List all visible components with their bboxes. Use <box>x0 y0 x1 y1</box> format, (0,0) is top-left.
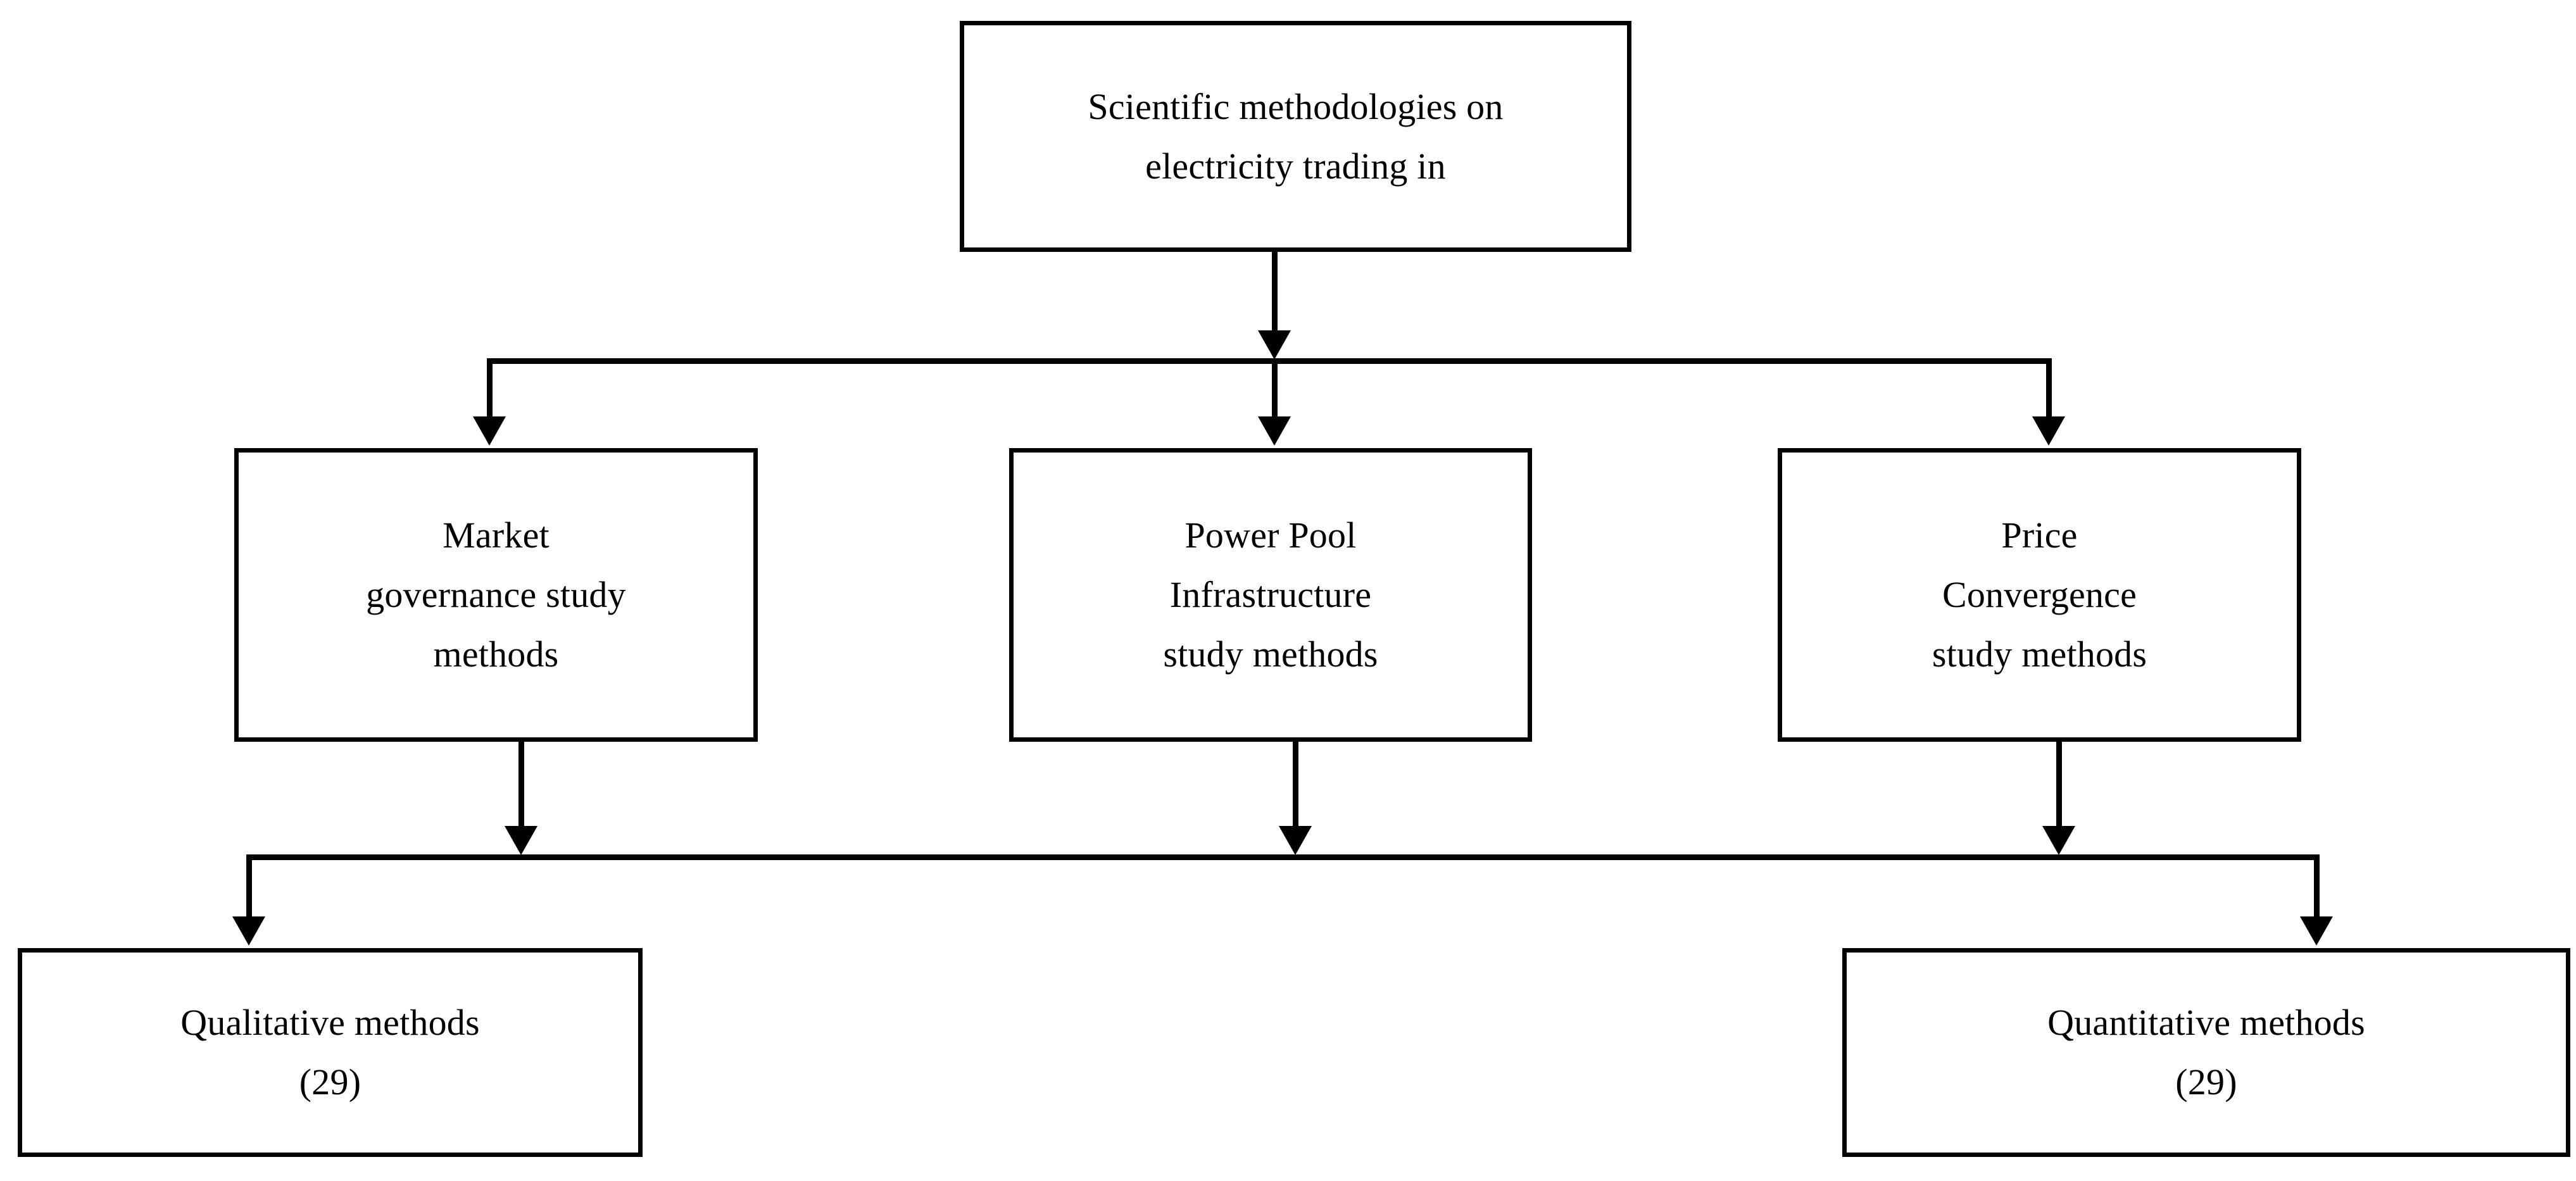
node-line: Quantitative methods <box>2047 1002 2365 1044</box>
node-line: Infrastructure <box>1169 574 1372 616</box>
node-line: Market <box>443 515 550 556</box>
node-count: (29) <box>2175 1061 2237 1103</box>
node-line: Price <box>2001 515 2078 556</box>
node-qualitative-methods[interactable]: Qualitative methods (29) <box>18 948 643 1157</box>
node-line: Qualitative methods <box>180 1002 480 1044</box>
arrowhead-lowerbar-to-quantitative <box>2300 916 2333 946</box>
arrowhead-powerpool-to-lowerbar <box>1279 826 1312 855</box>
connector-lowerbar-to-quantitative-stem <box>2314 854 2320 919</box>
node-price-convergence-study-methods[interactable]: Price Convergence study methods <box>1778 448 2301 742</box>
connector-market-to-lowerbar-stem <box>518 742 524 828</box>
connector-root-to-bar-stem <box>1272 252 1278 333</box>
lower-distribution-bar <box>246 854 2320 860</box>
node-line: governance study <box>366 574 626 616</box>
node-market-governance-study-methods[interactable]: Market governance study methods <box>234 448 758 742</box>
node-line: methods <box>433 633 559 675</box>
connector-bar-to-powerpool-stem <box>1272 358 1278 419</box>
connector-powerpool-to-lowerbar-stem <box>1293 742 1298 828</box>
arrowhead-lowerbar-to-qualitative <box>232 916 265 946</box>
connector-bar-to-market-stem <box>487 358 493 419</box>
arrowhead-bar-to-powerpool <box>1258 416 1291 446</box>
node-line: Convergence <box>1942 574 2137 616</box>
connector-lowerbar-to-qualitative-stem <box>246 854 252 919</box>
upper-distribution-bar <box>487 358 2052 364</box>
node-line: study methods <box>1932 633 2147 675</box>
node-count: (29) <box>299 1061 361 1103</box>
node-scientific-methodologies[interactable]: Scientific methodologies on electricity … <box>960 21 1631 252</box>
arrowhead-bar-to-price <box>2032 416 2065 446</box>
node-quantitative-methods[interactable]: Quantitative methods (29) <box>1842 948 2570 1157</box>
node-line: Power Pool <box>1184 515 1357 556</box>
arrowhead-price-to-lowerbar <box>2042 826 2075 855</box>
connector-price-to-lowerbar-stem <box>2056 742 2062 828</box>
connector-bar-to-price-stem <box>2046 358 2052 419</box>
node-line: electricity trading in <box>1145 145 1446 187</box>
node-line: study methods <box>1163 633 1378 675</box>
arrowhead-bar-to-market <box>473 416 506 446</box>
node-line: Scientific methodologies on <box>1088 85 1504 127</box>
node-power-pool-infrastructure-study-methods[interactable]: Power Pool Infrastructure study methods <box>1009 448 1532 742</box>
arrowhead-root-to-bar <box>1258 330 1291 359</box>
arrowhead-market-to-lowerbar <box>505 826 537 855</box>
